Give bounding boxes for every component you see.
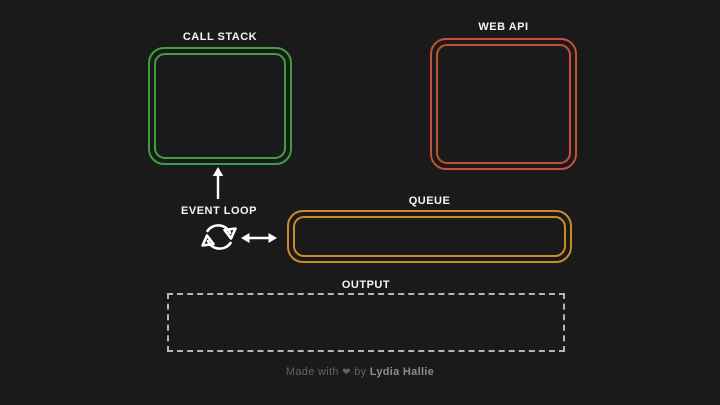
double-arrow-icon bbox=[241, 233, 277, 243]
output-box bbox=[167, 293, 565, 352]
call-stack-label: CALL STACK bbox=[182, 31, 258, 43]
footer-by: by bbox=[354, 366, 367, 378]
footer-author-name: Lydia Hallie bbox=[369, 366, 435, 378]
arrow-up-icon bbox=[212, 167, 224, 199]
footer-made-with: Made with bbox=[285, 366, 339, 378]
queue-box bbox=[287, 210, 572, 263]
footer-credit: Made with ❤ by Lydia Hallie bbox=[0, 366, 720, 378]
output-label: OUTPUT bbox=[341, 279, 391, 291]
web-api-box-inner bbox=[436, 44, 571, 164]
queue-label: QUEUE bbox=[408, 195, 451, 207]
event-loop-label: EVENT LOOP bbox=[181, 205, 257, 217]
web-api-label: WEB API bbox=[478, 21, 529, 33]
web-api-box bbox=[430, 38, 577, 170]
call-stack-box-inner bbox=[154, 53, 286, 159]
event-loop-cycle-icon bbox=[201, 224, 237, 250]
call-stack-box bbox=[148, 47, 292, 165]
queue-box-inner bbox=[293, 216, 566, 257]
heart-icon: ❤ bbox=[342, 367, 351, 378]
